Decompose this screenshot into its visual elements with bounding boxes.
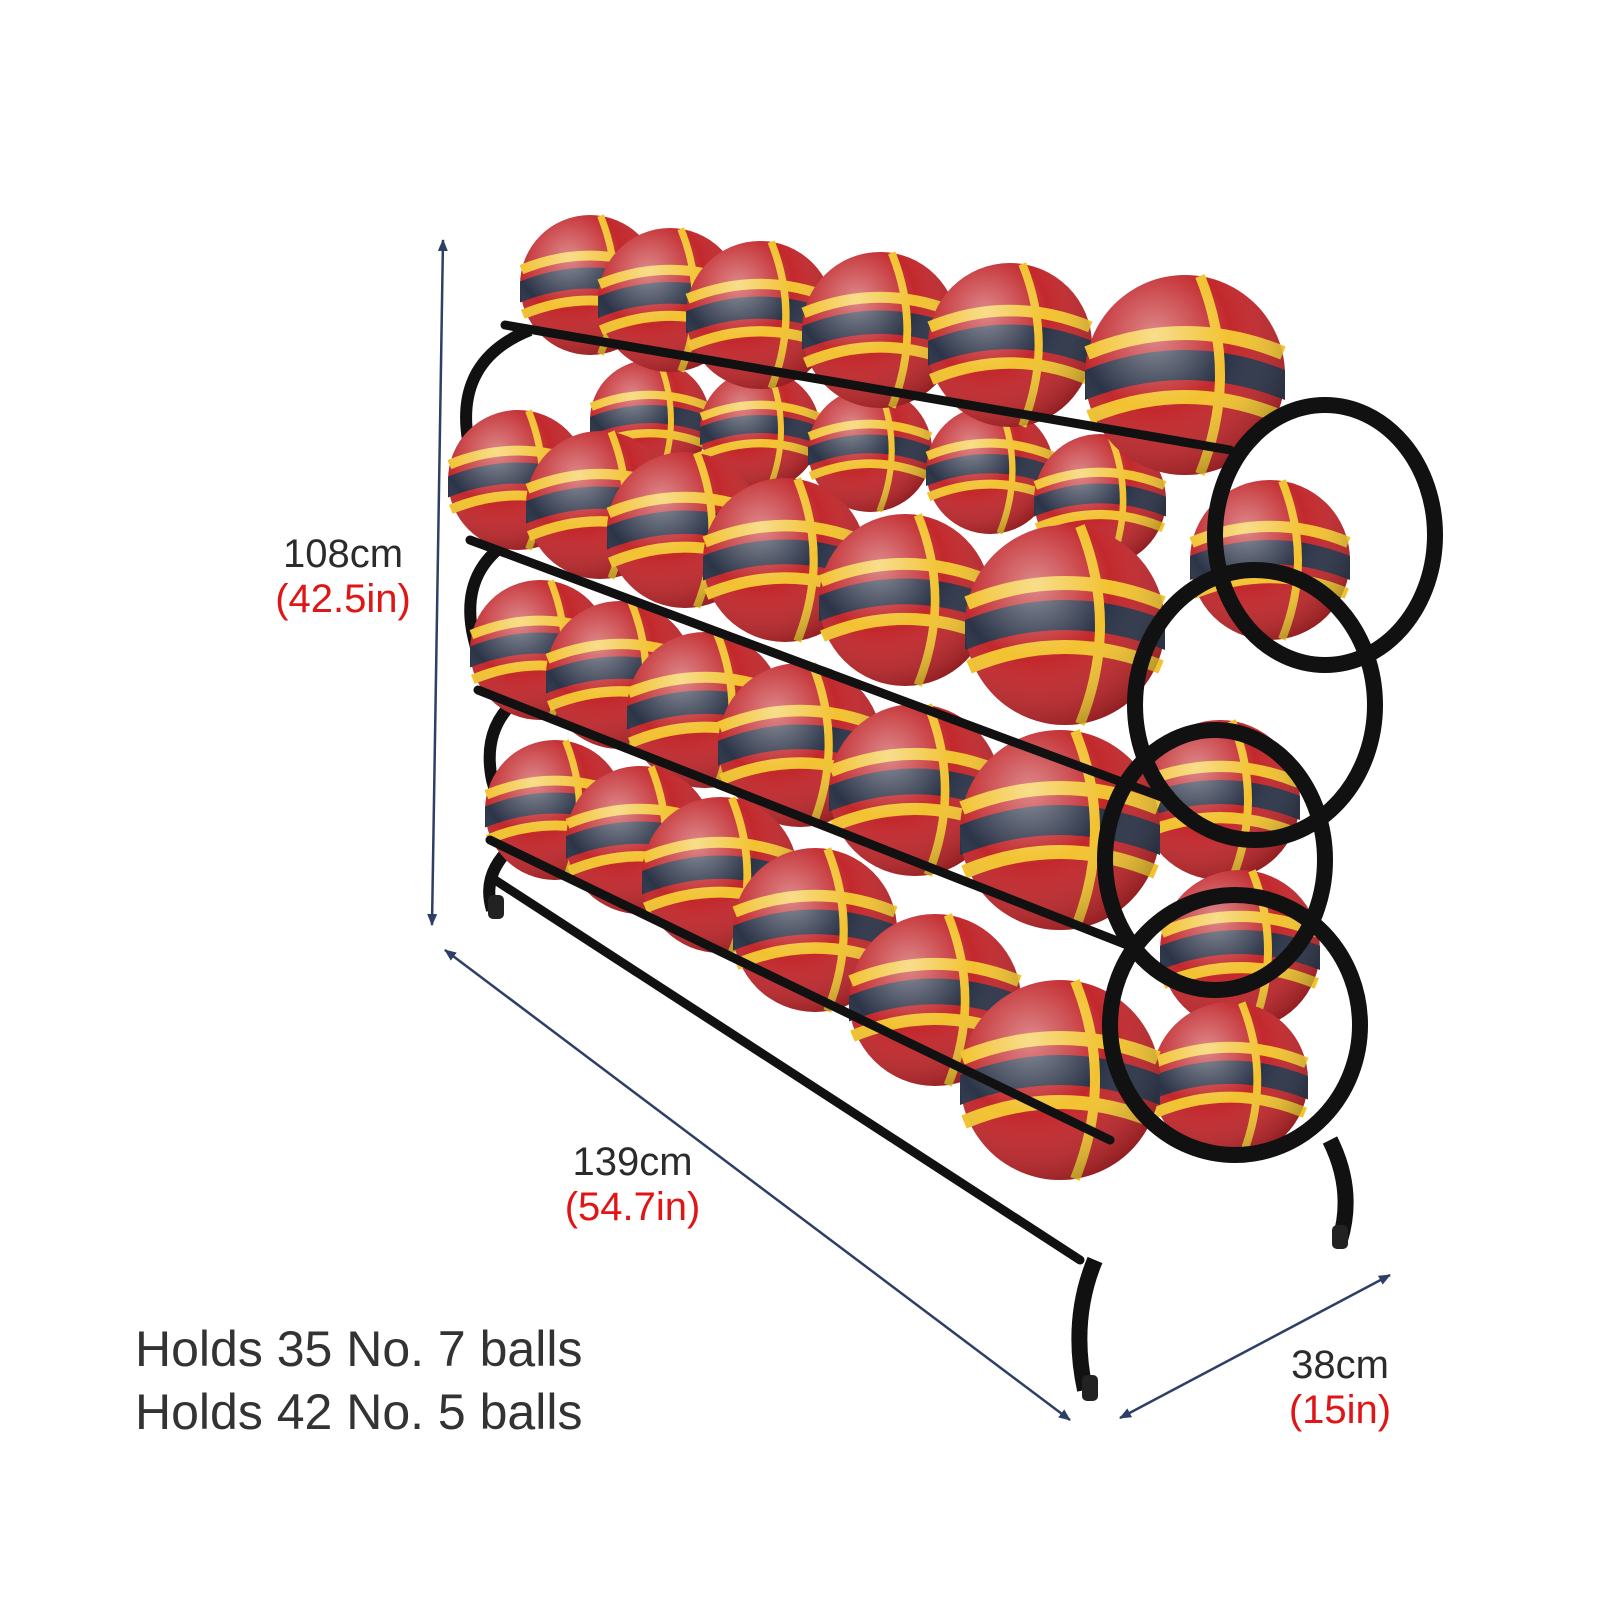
- height-in: (42.5in): [275, 576, 411, 621]
- capacity-line-2: Holds 42 No. 5 balls: [135, 1383, 583, 1440]
- basketball: [819, 514, 991, 686]
- depth-label: 38cm (15in): [1270, 1343, 1410, 1433]
- depth-cm: 38cm: [1291, 1343, 1389, 1387]
- caster-wheels: [488, 895, 1348, 1401]
- front-balls: [448, 215, 1285, 1180]
- height-arrow: [427, 239, 448, 926]
- depth-in: (15in): [1288, 1387, 1392, 1432]
- height-label: 108cm (42.5in): [258, 532, 428, 622]
- height-cm: 108cm: [282, 532, 404, 576]
- length-label: 139cm (54.7in): [545, 1140, 720, 1230]
- depth-arrow: [1119, 1273, 1391, 1420]
- length-cm: 139cm: [572, 1140, 693, 1184]
- length-in: (54.7in): [564, 1184, 701, 1229]
- capacity-line-1: Holds 35 No. 7 balls: [135, 1321, 583, 1377]
- dimension-arrows: [427, 239, 1391, 1421]
- length-arrow: [444, 949, 1071, 1421]
- rack-right-frame: [1071, 397, 1443, 1392]
- capacity-caption: Holds 35 No. 7 balls Holds 42 No. 5 ball…: [135, 1318, 582, 1443]
